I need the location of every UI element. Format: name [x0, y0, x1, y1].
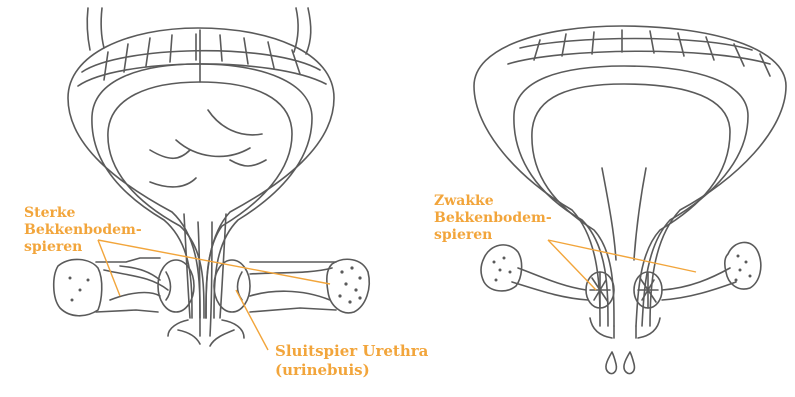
leader-sphincter — [236, 290, 268, 350]
strong-label-line2: Bekkenbodem- — [24, 222, 142, 239]
bladder-strong-pelvic-floor-icon — [54, 8, 370, 346]
weak-pelvic-floor-label: Zwakke Bekkenbodem- spieren — [434, 193, 552, 244]
strong-pelvic-floor-label: Sterke Bekkenbodem- spieren — [24, 205, 142, 256]
strong-label-line1: Sterke — [24, 205, 142, 222]
leader-weak-right — [548, 240, 696, 272]
weak-label-line2: Bekkenbodem- — [434, 210, 552, 227]
urethra-sphincter-label: Sluitspier Urethra (urinebuis) — [275, 342, 428, 380]
strong-label-line3: spieren — [24, 239, 142, 256]
urine-drop-icon — [606, 352, 634, 374]
sphincter-label-line2: (urinebuis) — [275, 361, 428, 380]
weak-label-line3: spieren — [434, 227, 552, 244]
weak-label-line1: Zwakke — [434, 193, 552, 210]
bladder-weak-pelvic-floor-icon — [474, 26, 786, 338]
sphincter-label-line1: Sluitspier Urethra — [275, 342, 428, 361]
